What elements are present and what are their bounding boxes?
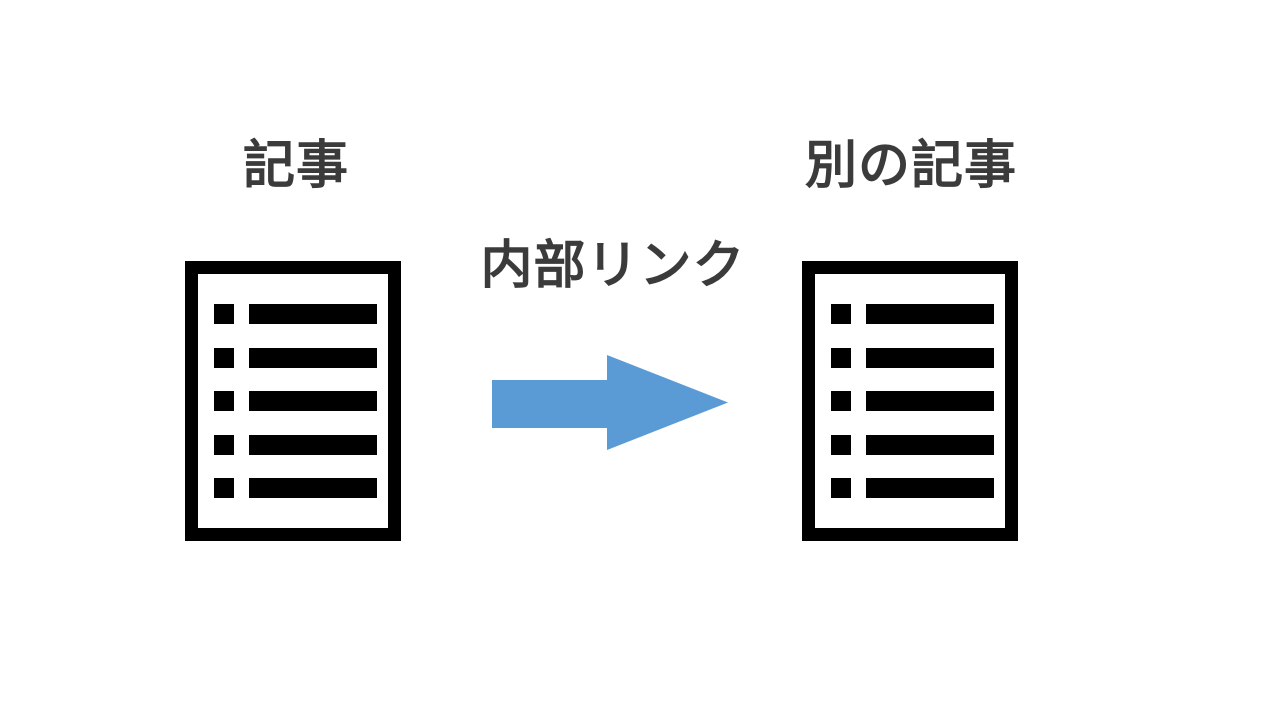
document-text-lines (831, 304, 994, 498)
document-list-icon (802, 261, 1018, 541)
document-list-icon (185, 261, 401, 541)
right-article-label: 別の記事 (804, 137, 1017, 195)
right-block-arrow-icon (492, 355, 728, 450)
document-text-lines (214, 304, 377, 498)
internal-link-label: 内部リンク (480, 237, 746, 295)
left-article-label: 記事 (242, 137, 349, 195)
